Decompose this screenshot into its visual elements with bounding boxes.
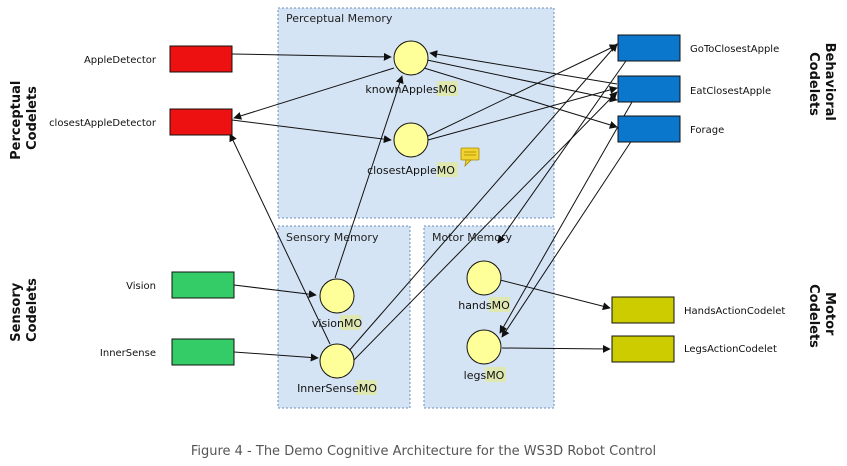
- edges: [229, 43, 633, 363]
- motor-codelets-label: Motor Codelets: [806, 284, 837, 348]
- perceptual-memory-region: Perceptual Memory: [277, 7, 555, 219]
- diagram-canvas: Perceptual Memory Sensory Memory Motor M…: [9, 7, 837, 409]
- group-labels: Perceptual Codelets Sensory Codelets Beh…: [9, 43, 837, 349]
- eat-closest-apple-box: [617, 75, 681, 103]
- edge-innersensemo-gotoclosestapple: [347, 43, 618, 353]
- edge-hands-handsactioncodelet: [499, 279, 611, 311]
- edge-innersense-innersensemo: [233, 351, 319, 362]
- hands-action-codelet-label: HandsActionCodelet: [684, 306, 785, 317]
- inner-sense-mo-node: [319, 343, 355, 379]
- edge-vision-visionmo: [233, 284, 317, 299]
- forage-label: Forage: [690, 125, 724, 136]
- go-to-closest-apple-label: GoToClosestApple: [690, 44, 779, 55]
- closest-apple-mo-highlight: [437, 162, 458, 177]
- behavioral-codelets-label: Behavioral Codelets: [806, 43, 837, 126]
- closest-apple-mo-node: [393, 122, 429, 158]
- edge-knownapples-forage: [423, 67, 618, 129]
- edge-gotoclosestapple-hands: [497, 57, 629, 244]
- eat-closest-apple-label: EatClosestApple: [690, 86, 771, 97]
- legs-action-codelet-label: LegsActionCodelet: [684, 344, 777, 355]
- inner-sense-box: [171, 338, 235, 366]
- hands-mo-highlight: [489, 297, 510, 312]
- motor-memory-region: Motor Memory: [423, 225, 555, 409]
- edge-forage-legs: [501, 139, 633, 338]
- figure-caption: Figure 4 - The Demo Cognitive Architectu…: [190, 444, 657, 459]
- known-apples-mo-label: knownApplesMO: [365, 83, 457, 96]
- closest-apple-detector-box: [169, 108, 233, 136]
- comment-icon: [460, 147, 480, 168]
- edge-vision-knownapples: [334, 75, 404, 279]
- known-apples-mo-highlight: [437, 81, 458, 96]
- vision-box: [171, 271, 235, 299]
- edge-eatclosestapple-hands: [499, 101, 633, 334]
- edge-innersense-closestappledetector: [229, 133, 331, 345]
- vision-label: Vision: [126, 281, 156, 292]
- known-apples-mo-node: [393, 40, 429, 76]
- inner-sense-label: InnerSense: [100, 348, 156, 359]
- edge-closestappledetector-closestapple: [231, 119, 392, 144]
- apple-detector-label: AppleDetector: [84, 55, 157, 66]
- legs-mo-node: [466, 329, 502, 365]
- apple-detector-box: [169, 45, 233, 73]
- inner-sense-mo-highlight: [356, 380, 377, 395]
- sensory-codelets-label: Sensory Codelets: [9, 278, 40, 342]
- codelets: AppleDetector closestAppleDetector Visio…: [49, 34, 785, 366]
- vision-mo-highlight: [340, 315, 361, 330]
- hands-mo-node: [466, 260, 502, 296]
- legs-mo-label: legsMO: [464, 369, 505, 382]
- go-to-closest-apple-box: [617, 34, 681, 62]
- hands-mo-label: handsMO: [458, 299, 510, 312]
- sensory-memory-label: Sensory Memory: [286, 231, 379, 244]
- edge-appledetector-knownapples: [231, 52, 392, 61]
- edge-gotoclosestapple-knownapples: [429, 50, 618, 85]
- edge-knownapples-eatclosestapple: [426, 59, 618, 103]
- motor-memory-label: Motor Memory: [432, 231, 513, 244]
- edge-legs-legsactioncodelet: [501, 344, 611, 353]
- memory-objects: knownApplesMO closestAppleMO visionMO In…: [297, 40, 510, 395]
- perceptual-codelets-label: Perceptual Codelets: [9, 76, 40, 160]
- vision-mo-label: visionMO: [312, 317, 363, 330]
- forage-box: [617, 115, 681, 143]
- closest-apple-detector-label: closestAppleDetector: [49, 118, 157, 129]
- edge-knownapples-closestappledetector: [233, 67, 395, 120]
- hands-action-codelet-box: [611, 296, 675, 324]
- legs-mo-highlight: [485, 367, 506, 382]
- edge-closestapple-gotoclosestapple: [427, 44, 618, 137]
- closest-apple-mo-label: closestAppleMO: [367, 164, 455, 177]
- perceptual-memory-label: Perceptual Memory: [286, 12, 393, 25]
- sensory-memory-region: Sensory Memory: [277, 225, 411, 409]
- edge-closestapple-eatclosestapple: [427, 86, 618, 141]
- vision-mo-node: [319, 278, 355, 314]
- inner-sense-mo-label: InnerSenseMO: [297, 382, 377, 395]
- legs-action-codelet-box: [611, 335, 675, 363]
